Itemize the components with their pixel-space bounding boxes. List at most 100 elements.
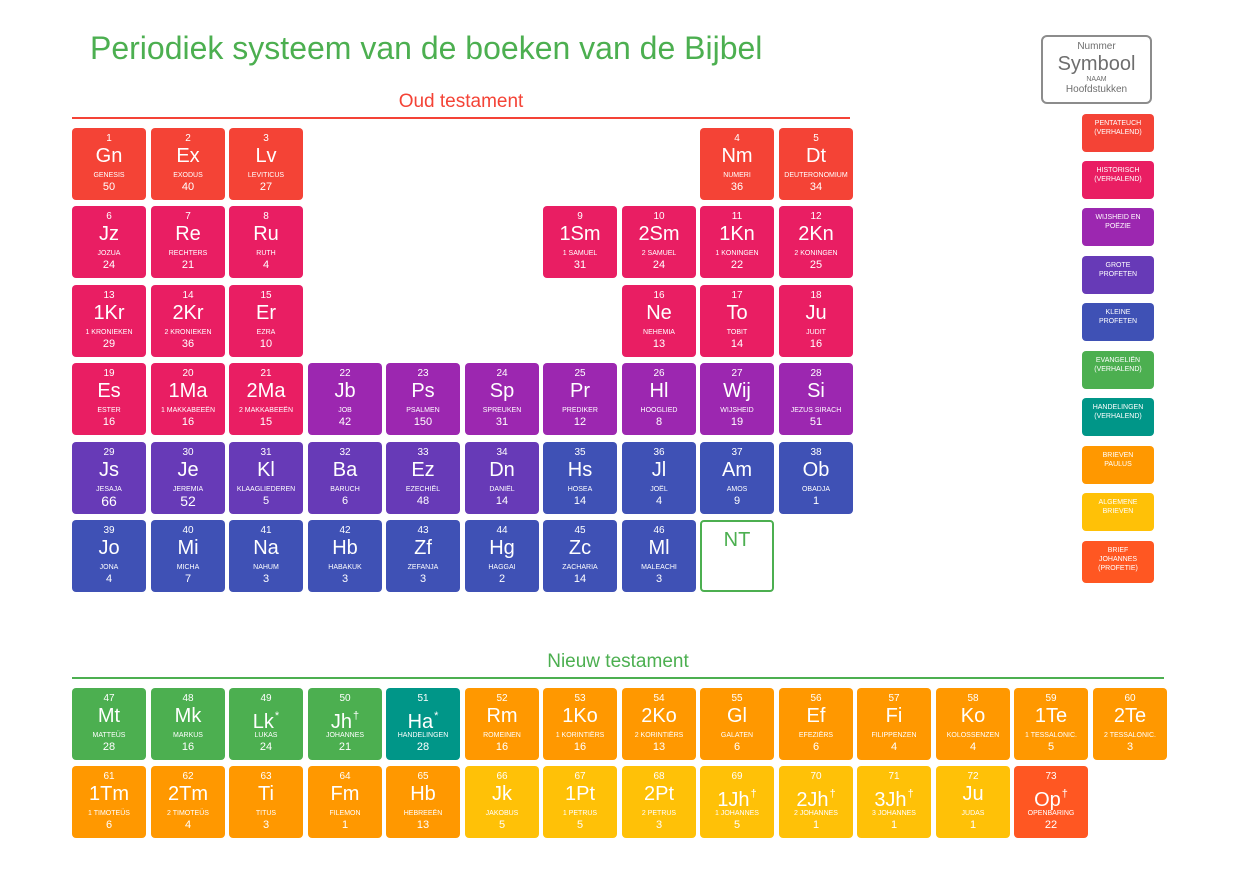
book-number: 44 — [496, 525, 508, 536]
book-chapters: 14 — [730, 338, 744, 350]
book-number: 2 — [185, 133, 191, 144]
book-name: TITUS — [255, 810, 277, 817]
book-symbol-text: Jl — [651, 459, 667, 481]
book-symbol-text: Jo — [98, 537, 120, 559]
book-symbol: Es — [72, 379, 146, 403]
book-number: 64 — [339, 771, 351, 782]
book-symbol-text: Sp — [489, 380, 515, 402]
book-symbol-text: Zf — [414, 537, 432, 559]
book-chapters: 27 — [259, 181, 273, 193]
book-name: JOB — [338, 407, 352, 414]
book-symbol: Ha* — [386, 704, 460, 734]
book-number: 47 — [103, 693, 115, 704]
book-symbol: 1Te — [1014, 704, 1088, 728]
book-symbol-text: 2Kn — [798, 223, 834, 245]
book-symbol: Fm — [308, 782, 382, 806]
book-chapters: 3 — [655, 819, 663, 831]
book-footnote-mark: † — [1061, 788, 1068, 800]
book-number: 55 — [731, 693, 743, 704]
book-name: GALATEN — [720, 732, 754, 739]
book-symbol: Gn — [72, 144, 146, 168]
legend-item-label: HISTORISCH — [1096, 167, 1140, 174]
book-symbol-text: 3Jh — [874, 789, 907, 811]
book-number: 7 — [185, 211, 191, 222]
book-symbol: Zf — [386, 536, 460, 560]
book-name: JONA — [99, 564, 119, 571]
book-number: 11 — [731, 211, 743, 222]
book-chapters: 16 — [809, 338, 823, 350]
book-symbol: 2Ma — [229, 379, 303, 403]
legend-item-label: (VERHALEND) — [1094, 129, 1142, 136]
book-chapters: 8 — [655, 416, 663, 428]
book-name: HOSEA — [567, 486, 593, 493]
book-number: 5 — [813, 133, 819, 144]
book-chapters: 6 — [105, 819, 113, 831]
book-symbol: Op† — [1014, 782, 1088, 812]
book-number: 58 — [967, 693, 979, 704]
book-chapters: 14 — [573, 495, 587, 507]
ot-section-title: Oud testament — [398, 91, 524, 112]
book-chapters: 31 — [495, 416, 509, 428]
book-symbol: Ba — [308, 458, 382, 482]
book-name: 2 SAMUEL — [641, 250, 677, 257]
book-footnote-mark: * — [274, 710, 280, 722]
book-chapters: 16 — [573, 741, 587, 753]
book-name: NAHUM — [253, 564, 279, 571]
book-chapters: 24 — [652, 259, 666, 271]
book-chapters: 21 — [338, 741, 352, 753]
legend-item-label: BRIEF — [1107, 547, 1129, 554]
book-symbol: Dn — [465, 458, 539, 482]
book-symbol: Jh† — [308, 704, 382, 734]
book-chapters: 24 — [259, 741, 273, 753]
book-symbol-text: 1Ko — [562, 705, 598, 727]
book-name: JESAJA — [96, 486, 122, 493]
nt-section-divider — [72, 677, 1164, 679]
book-symbol: Fi — [857, 704, 931, 728]
book-number: 49 — [260, 693, 272, 704]
book-symbol-text: Gn — [95, 145, 123, 167]
book-name: 2 KONINGEN — [794, 250, 838, 257]
book-number: 37 — [731, 447, 743, 458]
book-name: LEVITICUS — [247, 172, 285, 179]
legend-item-label: KLEINE — [1105, 309, 1131, 316]
book-symbol-text: Rm — [486, 705, 518, 727]
book-symbol: Kl — [229, 458, 303, 482]
book-chapters: 21 — [181, 259, 195, 271]
book-number: 60 — [1124, 693, 1136, 704]
book-chapters: 10 — [259, 338, 273, 350]
legend-item-label: PAULUS — [1104, 461, 1132, 468]
book-symbol: 1Sm — [543, 222, 617, 246]
book-name: NUMERI — [723, 172, 751, 179]
book-symbol: Rm — [465, 704, 539, 728]
book-number: 20 — [182, 368, 194, 379]
book-symbol-text: 1Kn — [719, 223, 755, 245]
book-chapters: 24 — [102, 259, 116, 271]
book-symbol-text: To — [726, 302, 748, 324]
book-symbol-text: Ju — [805, 302, 827, 324]
book-symbol: Hs — [543, 458, 617, 482]
book-chapters: 9 — [733, 495, 741, 507]
book-chapters: 29 — [102, 338, 116, 350]
book-number: 51 — [417, 693, 429, 704]
book-number: 31 — [260, 447, 272, 458]
book-number: 13 — [103, 290, 115, 301]
book-symbol: Hb — [386, 782, 460, 806]
key-name-label: NAAM — [1086, 76, 1107, 83]
book-number: 73 — [1045, 771, 1057, 782]
page-title: Periodiek systeem van de boeken van de B… — [90, 30, 763, 66]
book-chapters: 1 — [812, 495, 820, 507]
